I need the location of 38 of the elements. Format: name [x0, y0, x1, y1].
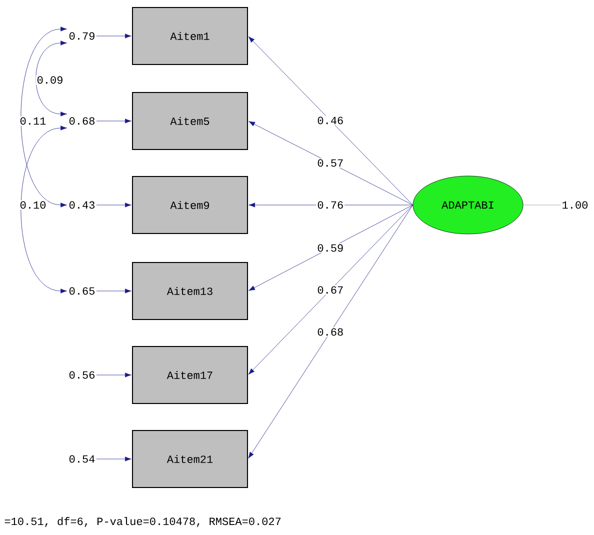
edge-label: 0.46 — [316, 116, 345, 126]
indicator-box: Aitem1 — [132, 7, 248, 65]
indicator-box: Aitem5 — [132, 92, 248, 150]
value-text: 0.79 — [69, 32, 94, 40]
error-arrow — [96, 288, 132, 294]
edge-label: 0.09 — [36, 75, 64, 85]
error-arrow — [96, 34, 132, 38]
covariance-arrow — [20, 126, 67, 294]
error-arrow — [96, 456, 132, 462]
value-text: 1.00 — [562, 201, 588, 209]
edge-label: 0.76 — [316, 200, 345, 210]
edge-label: 0.57 — [316, 158, 345, 168]
error-arrow — [96, 118, 132, 124]
value-text: 0.56 — [69, 371, 94, 379]
edge-label: 0.11 — [18, 116, 48, 126]
loading-arrow — [248, 204, 413, 375]
edge-label: 0.67 — [316, 285, 345, 295]
value-text: 0.68 — [69, 117, 94, 125]
value-text: 0.54 — [69, 455, 95, 463]
covariance-arrow — [36, 40, 67, 116]
value-text: 0.65 — [69, 287, 94, 295]
edge-label: 0.59 — [316, 243, 345, 253]
loading-arrow — [248, 204, 413, 458]
indicator-box: Aitem9 — [132, 176, 248, 234]
fit-statistics: =10.51, df=6, P-value=0.10478, RMSEA=0.027 — [4, 517, 281, 527]
indicator-box: Aitem21 — [132, 430, 248, 488]
value-text: 0.43 — [69, 201, 94, 209]
covariance-arrow — [20, 26, 67, 208]
indicator-box: Aitem17 — [132, 346, 248, 404]
loading-arrow — [248, 36, 413, 206]
loading-arrow — [248, 204, 413, 291]
connector-line — [523, 204, 561, 206]
edge-label: 0.10 — [18, 200, 48, 210]
error-arrow — [96, 372, 132, 378]
loading-arrow — [248, 121, 413, 206]
edge-label: 0.68 — [316, 327, 345, 337]
indicator-box: Aitem13 — [132, 262, 248, 320]
error-arrow — [96, 202, 132, 208]
